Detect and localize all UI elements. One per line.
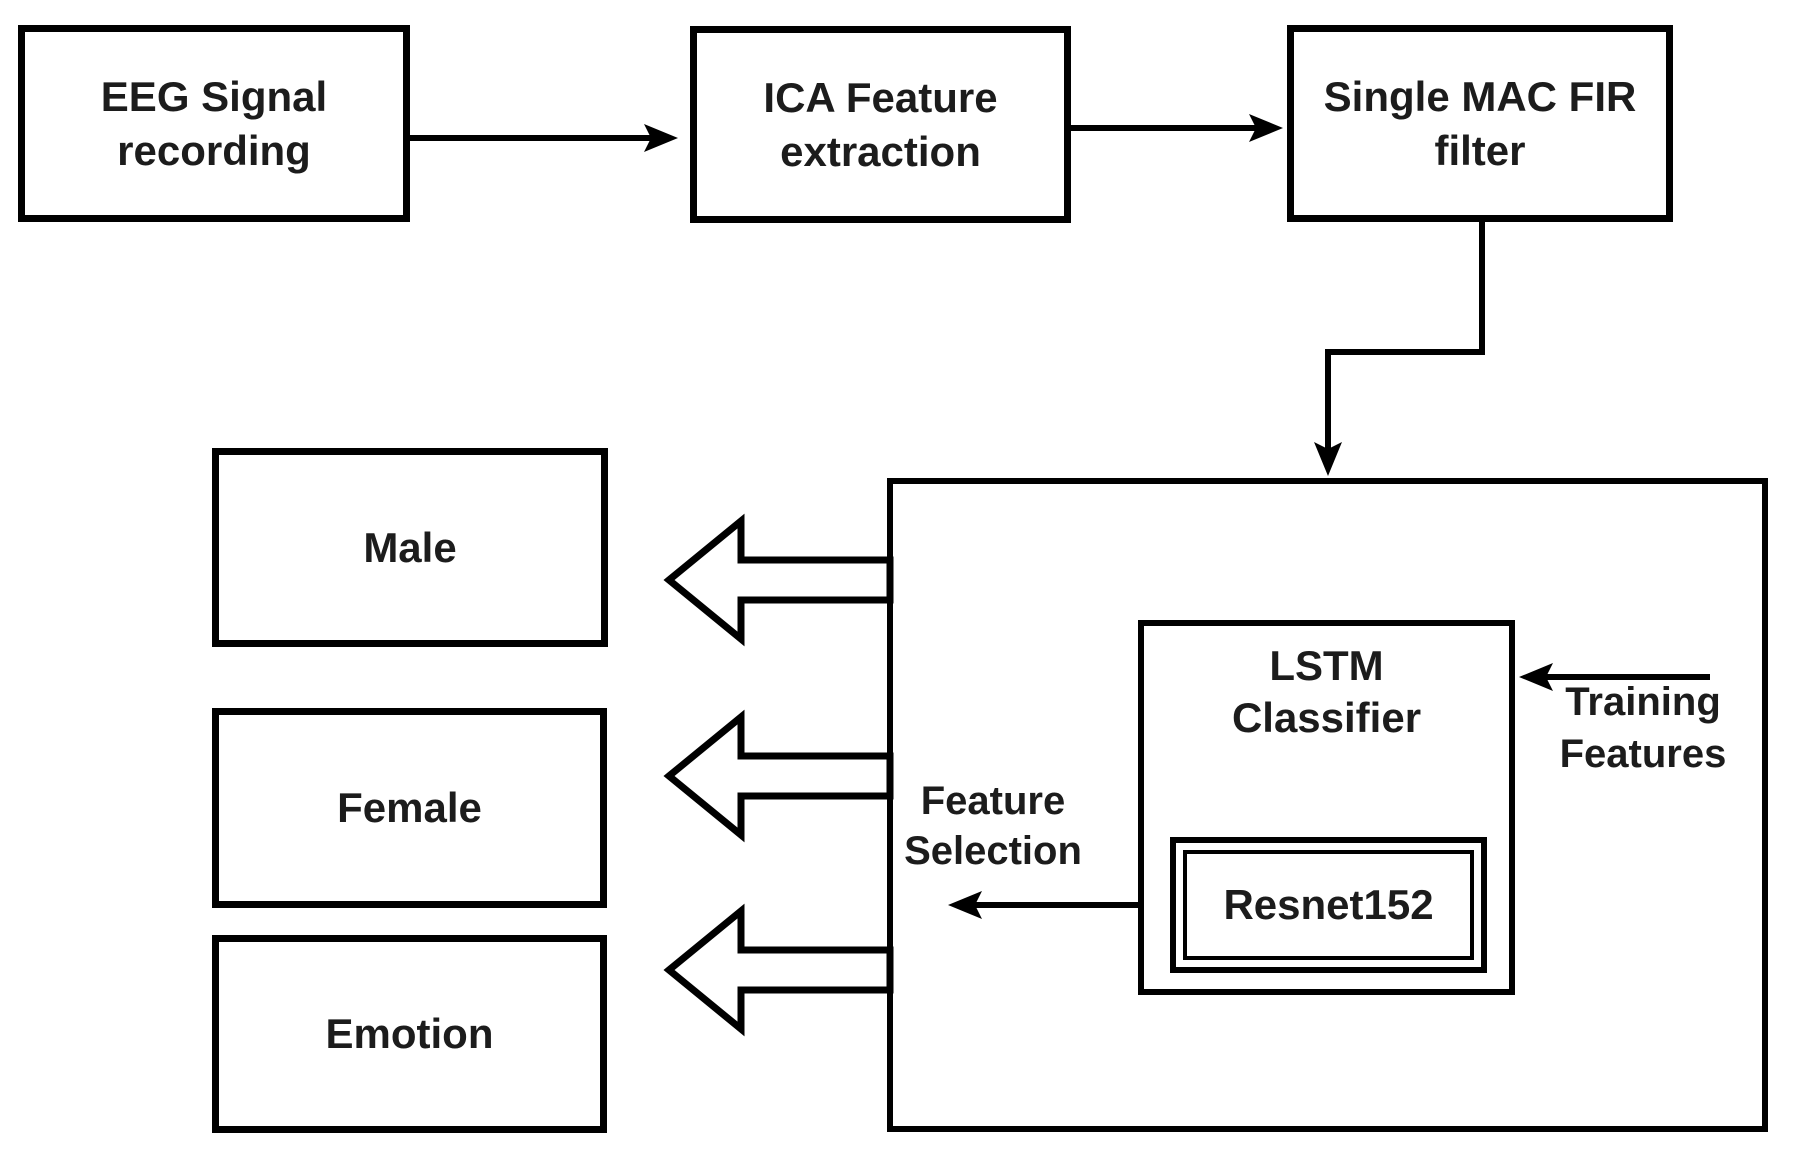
node-ica-label: ICA Feature extraction [763,73,998,175]
node-male-label: Male [363,523,457,571]
arrowhead-eeg-to-ica-icon [644,124,678,152]
node-lstm-label: LSTM Classifier [1231,642,1422,741]
node-resnet-label: Resnet152 [1223,881,1434,928]
node-single-mac-fir-filter: Single MAC FIR filter [1287,25,1673,222]
node-fir-label: Single MAC FIR filter [1323,72,1637,174]
node-emotion: Emotion [212,935,607,1133]
node-resnet152: Resnet152 [1170,837,1487,973]
node-male: Male [212,448,608,647]
block-arrow-to-emotion-icon [663,903,894,1037]
training-features-label: Training Features [1559,680,1727,776]
node-eeg-label: EEG Signal recording [100,72,328,174]
arrowhead-fir-to-container-icon [1314,442,1342,476]
feature-selection-label: Feature Selection [904,779,1082,873]
block-arrow-to-male-icon [663,513,894,647]
connector-fir-to-container [1325,222,1485,452]
block-arrow-to-female-icon [663,709,894,843]
resnet152-inner-border: Resnet152 [1183,850,1474,960]
arrowhead-ica-to-fir-icon [1249,114,1283,142]
node-female: Female [212,708,607,908]
node-ica-feature-extraction: ICA Feature extraction [690,26,1071,223]
node-female-label: Female [337,784,482,831]
node-eeg-signal-recording: EEG Signal recording [18,25,410,222]
node-emotion-label: Emotion [325,1010,494,1057]
